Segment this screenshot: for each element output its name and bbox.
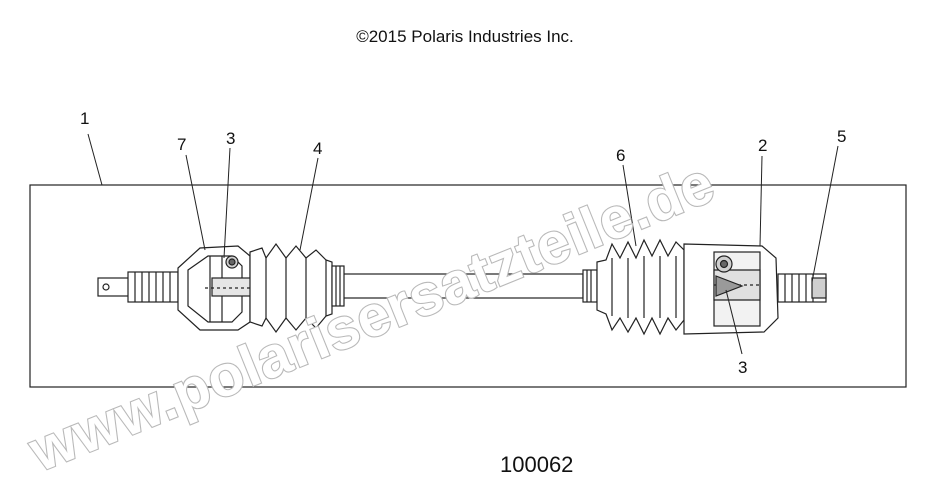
right-boot — [582, 238, 685, 336]
right-stub-shaft — [777, 273, 827, 303]
left-cv-joint — [177, 245, 253, 331]
callout-5: 5 — [837, 127, 846, 146]
left-boot — [249, 242, 345, 334]
callout-3-right: 3 — [738, 358, 747, 377]
callout-1: 1 — [80, 109, 89, 128]
callout-3-left: 3 — [226, 129, 235, 148]
leader-lines — [87, 133, 839, 355]
figure-number: 100062 — [500, 452, 574, 477]
callout-7: 7 — [177, 135, 186, 154]
assembly-frame — [29, 184, 907, 388]
copyright-notice: ©2015 Polaris Industries Inc. — [356, 27, 574, 46]
callout-2: 2 — [758, 136, 767, 155]
right-cv-joint — [683, 243, 779, 335]
callout-4: 4 — [313, 139, 322, 158]
left-stub-shaft — [97, 271, 179, 303]
callout-6: 6 — [616, 146, 625, 165]
